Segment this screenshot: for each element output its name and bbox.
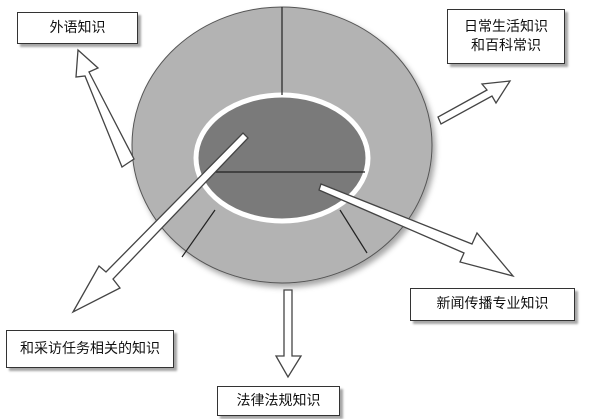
label-daily-life-line1: 日常生活知识 bbox=[464, 18, 548, 35]
label-daily-life-line2: 和百科常识 bbox=[471, 37, 541, 54]
ring-divider-left bbox=[181, 209, 216, 258]
label-news-communication: 新闻传播专业知识 bbox=[410, 288, 575, 321]
label-foreign-language-text: 外语知识 bbox=[49, 19, 106, 36]
ring-divider-right bbox=[339, 209, 368, 254]
arrow-to-foreign-language bbox=[75, 48, 135, 168]
arrow-to-law bbox=[274, 289, 303, 379]
label-daily-life: 日常生活知识 和百科常识 bbox=[447, 9, 565, 64]
label-law-text: 法律法规知识 bbox=[236, 392, 321, 409]
arrow-to-daily-life bbox=[437, 80, 512, 125]
arrow-to-news-communication bbox=[318, 183, 515, 278]
label-law: 法律法规知识 bbox=[217, 386, 340, 416]
arrow-to-interview-knowledge bbox=[71, 132, 249, 314]
label-interview-related-text: 和采访任务相关的知识 bbox=[20, 340, 160, 357]
label-foreign-language: 外语知识 bbox=[17, 12, 138, 44]
label-news-communication-text: 新闻传播专业知识 bbox=[436, 296, 549, 312]
label-interview-related: 和采访任务相关的知识 bbox=[6, 330, 174, 368]
